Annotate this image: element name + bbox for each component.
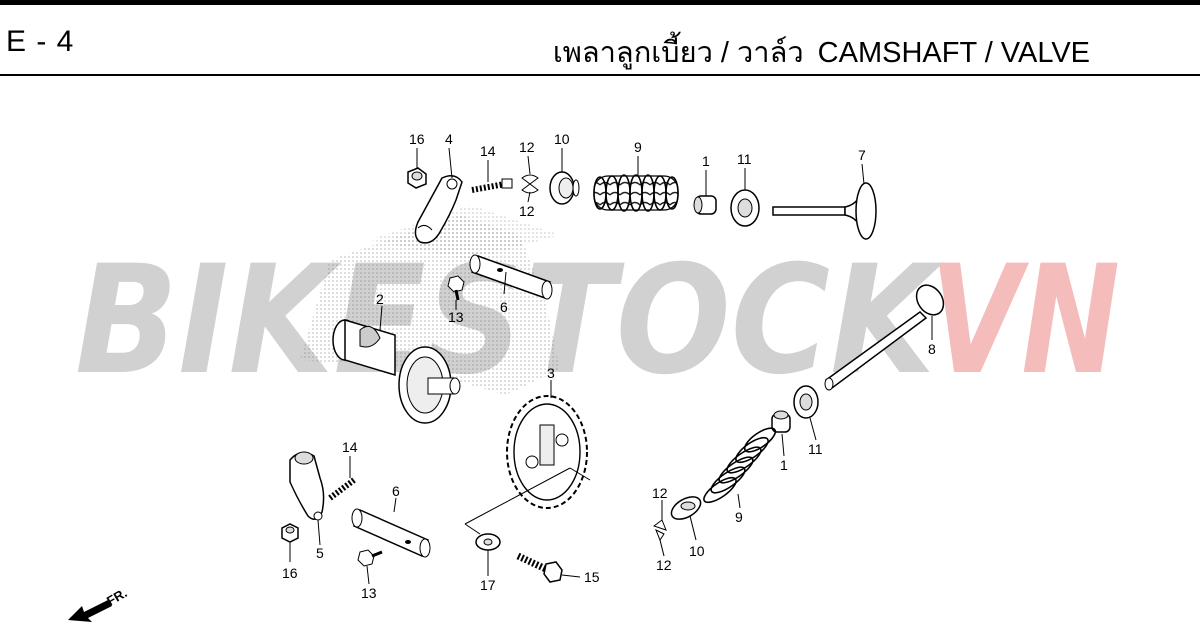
callout-13-upper: 13: [448, 309, 464, 325]
callout-12-upper-a: 12: [519, 139, 535, 155]
callout-5-lower: 5: [316, 545, 324, 561]
watermark: BIKESTOCK VN: [75, 234, 1120, 408]
part-16-nut: [407, 167, 427, 189]
callout-15-lower: 15: [584, 569, 600, 585]
part-13-bolt-lower: [357, 549, 383, 567]
callout-12-right-b: 12: [656, 557, 672, 573]
part-14-screw: [471, 178, 513, 193]
callout-10-upper: 10: [554, 131, 570, 147]
part-17-washer: [475, 533, 501, 551]
callout-16-upper: 16: [409, 131, 425, 147]
callout-13-lower: 13: [361, 585, 377, 601]
leader-lines: [289, 147, 933, 585]
part-15-bolt: [516, 552, 563, 583]
callout-12-upper-b: 12: [519, 203, 535, 219]
callout-8-upper: 8: [928, 341, 936, 357]
callout-3-mid: 3: [547, 365, 555, 381]
part-10-retainer-lower: [670, 496, 702, 520]
part-1-seal-lower: [771, 410, 791, 433]
part-7-intake-valve: [772, 182, 877, 240]
part-8-exhaust-valve: [824, 284, 945, 391]
part-16-nut-lower: [281, 523, 299, 543]
callout-17-lower: 17: [480, 577, 496, 593]
page-code: E - 4: [6, 25, 75, 58]
callout-labels: 16 4 14 12 12 10 9 1 11 7 13 6 2 8 3 1 1…: [282, 131, 936, 601]
callout-14-upper: 14: [480, 143, 496, 159]
title-thai: เพลาลูกเบี้ยว / วาล์ว: [552, 37, 804, 69]
callout-1-right: 1: [780, 457, 788, 473]
part-12-cotter-lower: [652, 519, 667, 542]
callout-2-upper: 2: [376, 291, 384, 307]
part-13-bolt-upper: [447, 275, 465, 301]
title-english: CAMSHAFT / VALVE: [817, 37, 1090, 69]
part-1-seal-upper: [693, 195, 717, 215]
part-6-rocker-shaft-upper: [469, 254, 553, 300]
watermark-vn: VN: [930, 234, 1120, 408]
callout-16-lower: 16: [282, 565, 298, 581]
part-6-rocker-shaft-lower: [351, 508, 431, 558]
part-11-seat-lower: [793, 385, 819, 419]
part-9-spring-upper: [593, 174, 679, 212]
callout-11-right: 11: [808, 441, 823, 457]
part-14-screw-lower: [328, 477, 356, 501]
callout-9-right: 9: [735, 509, 743, 525]
callout-11-upper: 11: [737, 151, 752, 167]
part-10-retainer-upper: [549, 171, 580, 205]
part-11-seat-upper: [730, 189, 760, 227]
page-title: เพลาลูกเบี้ยว / วาล์ว CAMSHAFT / VALVE: [553, 29, 1090, 75]
callout-10-right: 10: [689, 543, 705, 559]
callout-1-upper: 1: [702, 153, 710, 169]
part-9-spring-lower: [703, 427, 777, 504]
part-2-camshaft: [332, 318, 461, 424]
callout-12-right-a: 12: [652, 485, 668, 501]
callout-9-upper: 9: [634, 139, 642, 155]
callout-14-lower: 14: [342, 439, 358, 455]
header-rule: [0, 74, 1200, 76]
part-3-cam-sprocket: [506, 395, 588, 509]
page-header: E - 4 เพลาลูกเบี้ยว / วาล์ว CAMSHAFT / VA…: [0, 5, 1200, 75]
top-border: [0, 0, 1200, 5]
part-4-rocker-arm: [414, 175, 463, 244]
callout-6-lower: 6: [392, 483, 400, 499]
part-5-rocker-arm: [289, 451, 325, 521]
front-direction-indicator: FR.: [68, 585, 130, 622]
callout-7-upper: 7: [858, 147, 866, 163]
callout-6-upper: 6: [500, 299, 508, 315]
callout-4-upper: 4: [445, 131, 453, 147]
assembly-lines: [464, 467, 591, 535]
part-12-cotter-upper: [521, 174, 539, 194]
